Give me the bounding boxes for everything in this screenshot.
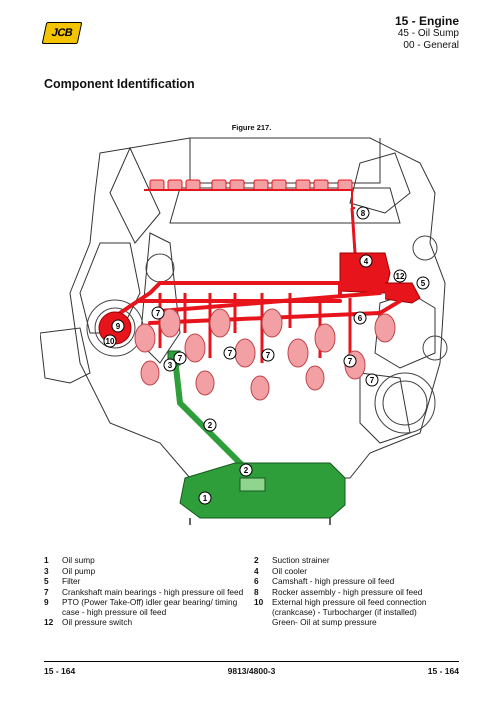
callout-9: 9	[111, 319, 125, 333]
riser-pipe	[350, 207, 357, 254]
svg-text:7: 7	[348, 357, 353, 366]
sump-feet	[189, 518, 331, 525]
svg-text:12: 12	[396, 272, 405, 281]
engine-lubrication-diagram: 1 2 2 3 4 5 6 7 7 7 7 7 7 8 9 10 12	[40, 137, 448, 525]
footer-page-left: 15 - 164	[44, 666, 76, 676]
rocker-gallery	[144, 189, 355, 209]
crank-journals	[134, 308, 396, 401]
footer-doc-number: 9813/4800-3	[227, 666, 276, 676]
callout-8: 8	[356, 206, 370, 220]
svg-text:7: 7	[370, 376, 375, 385]
callout-7e: 7	[343, 354, 357, 368]
callout-7a: 7	[151, 306, 165, 320]
svg-text:9: 9	[116, 322, 121, 331]
gears	[86, 235, 448, 434]
callout-7b: 7	[173, 351, 187, 365]
callout-1: 1	[198, 491, 212, 505]
section-heading: 15 - Engine	[394, 14, 459, 28]
callout-2b: 2	[239, 463, 253, 477]
svg-text:3: 3	[168, 361, 173, 370]
section-title: Component Identification	[44, 77, 195, 91]
callout-3: 3	[163, 358, 177, 372]
filter-housing	[384, 282, 421, 304]
callout-5: 5	[416, 276, 430, 290]
svg-text:6: 6	[358, 314, 363, 323]
svg-text:7: 7	[266, 351, 271, 360]
svg-text:7: 7	[228, 349, 233, 358]
suction-strainer	[239, 477, 266, 492]
callout-4: 4	[359, 254, 373, 268]
rocker-feed	[149, 179, 353, 191]
callout-12: 12	[393, 269, 407, 283]
main-gallery	[118, 281, 402, 325]
callout-7f: 7	[365, 373, 379, 387]
svg-text:7: 7	[156, 309, 161, 318]
svg-text:1: 1	[203, 494, 208, 503]
footer-rule	[44, 661, 459, 662]
callout-6: 6	[353, 311, 367, 325]
callout-7c: 7	[223, 346, 237, 360]
jcb-logo: JCB	[41, 22, 83, 44]
figure-caption: Figure 217.	[231, 123, 272, 132]
footer-page-right: 15 - 164	[427, 666, 459, 676]
callout-2a: 2	[203, 418, 217, 432]
page-header: 15 - Engine 45 - Oil Sump 00 - General	[395, 14, 459, 52]
callout-7d: 7	[261, 348, 275, 362]
svg-text:8: 8	[361, 209, 366, 218]
callout-10: 10	[103, 334, 117, 348]
svg-text:2: 2	[208, 421, 213, 430]
subsection-heading: 45 - Oil Sump	[397, 28, 459, 39]
svg-text:10: 10	[106, 337, 115, 346]
svg-text:7: 7	[178, 354, 183, 363]
svg-text:4: 4	[364, 257, 369, 266]
subsubsection-heading: 00 - General	[403, 40, 459, 51]
svg-text:5: 5	[421, 279, 426, 288]
legend-item: Green- Oil at sump pressure	[272, 617, 377, 627]
svg-text:2: 2	[244, 466, 249, 475]
